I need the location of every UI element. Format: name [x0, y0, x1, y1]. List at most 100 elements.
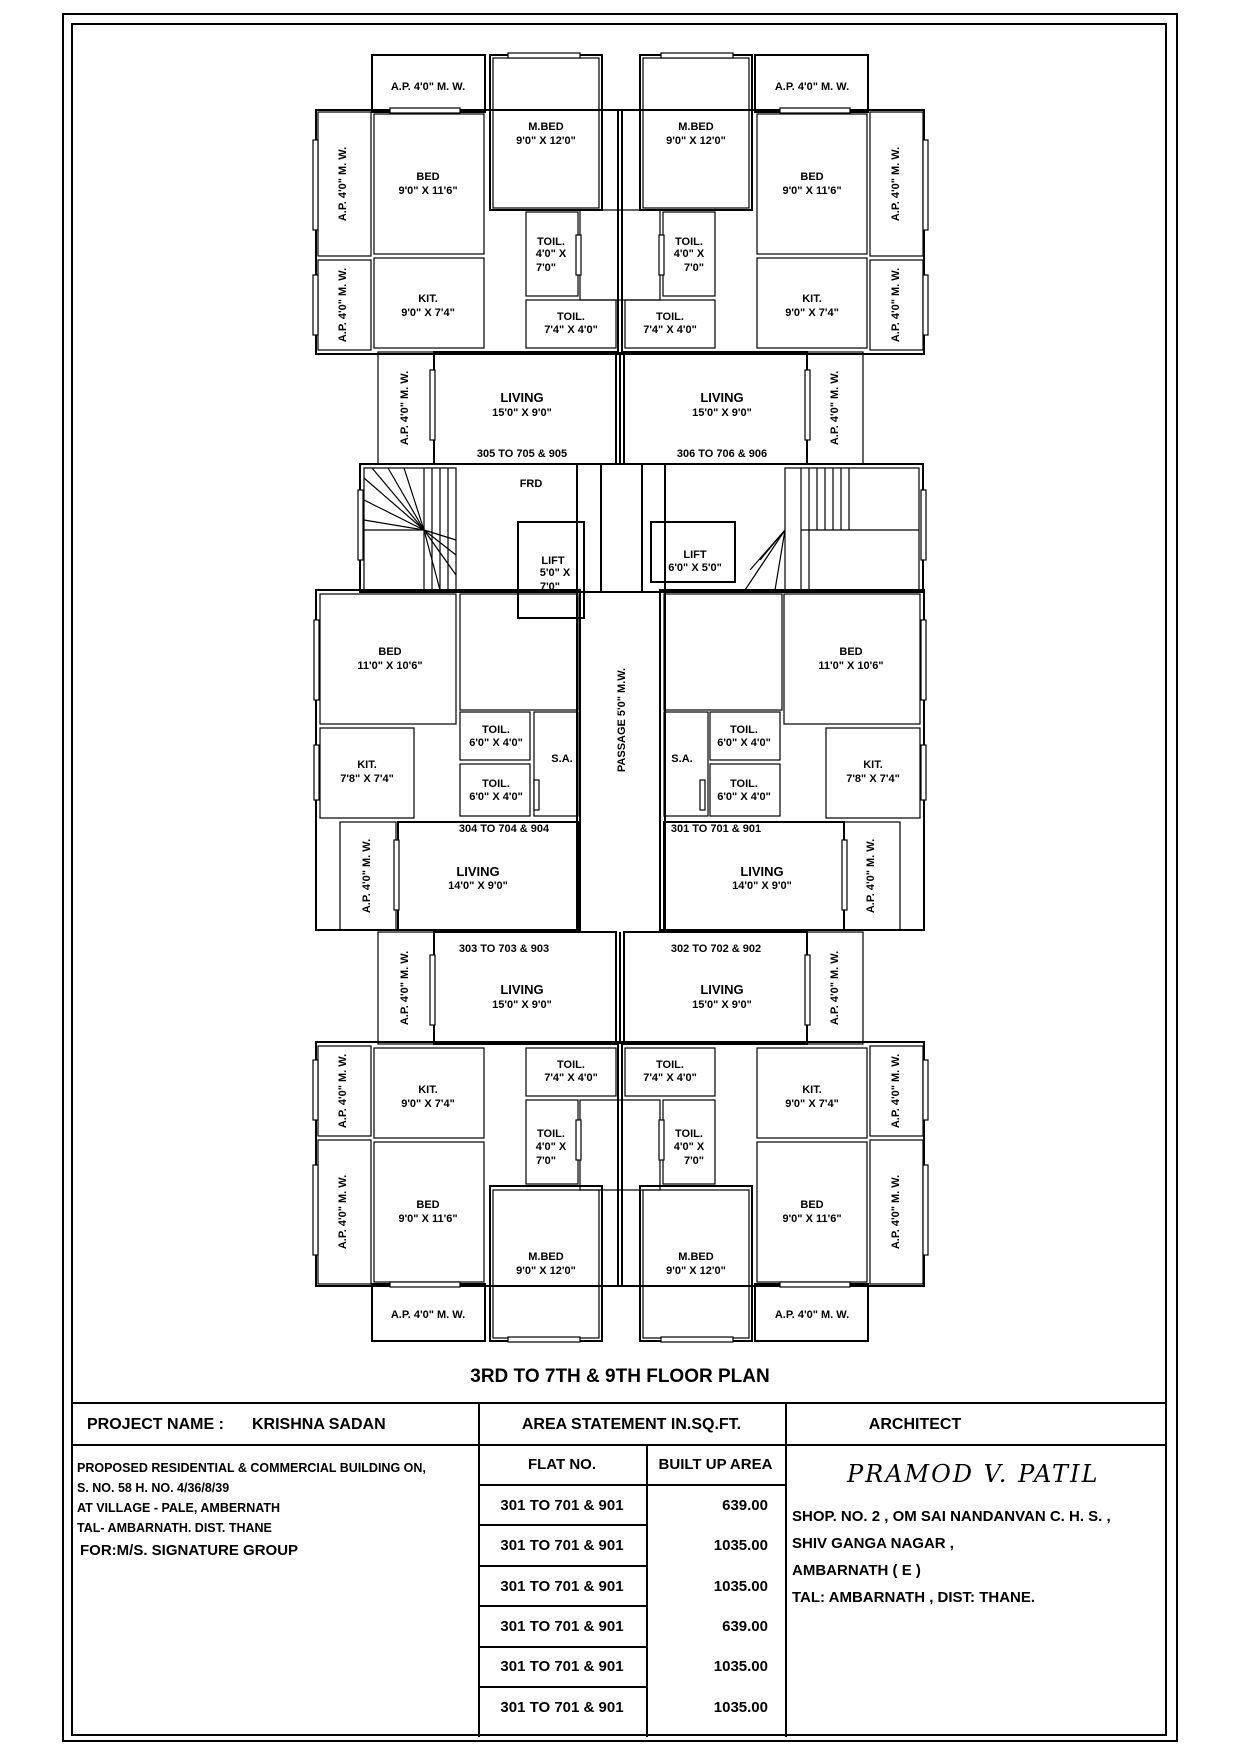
- lift-size: 5'0" X: [540, 567, 571, 579]
- flat-number-label: 303 TO 703 & 903: [459, 943, 549, 955]
- flat-no-cell: 301 TO 701 & 901: [500, 1699, 624, 1716]
- divider: [478, 1686, 646, 1688]
- living-size: 15'0" X 9'0": [692, 407, 752, 419]
- divider: [478, 1404, 480, 1737]
- ap-mw-label: A.P. 4'0" M. W.: [337, 268, 349, 342]
- description-line: AT VILLAGE - PALE, AMBERNATH: [77, 1501, 280, 1515]
- ap-mw-label: A.P. 4'0" M. W.: [829, 951, 841, 1025]
- kit-size: 9'0" X 7'4": [401, 307, 455, 319]
- toil-size: 6'0" X 4'0": [469, 791, 523, 803]
- flat-number-label: 301 TO 701 & 901: [671, 823, 761, 835]
- toil-size: 7'4" X 4'0": [643, 1072, 697, 1084]
- address-line: SHOP. NO. 2 , OM SAI NANDANVAN C. H. S. …: [792, 1508, 1111, 1525]
- mbed-label: M.BED: [678, 121, 714, 133]
- toil-label: TOIL.: [730, 724, 758, 736]
- sheet-inner-border: [71, 23, 1167, 1736]
- toil-size: 6'0" X 4'0": [717, 791, 771, 803]
- flat-number-label: 302 TO 702 & 902: [671, 943, 761, 955]
- living-size: 15'0" X 9'0": [492, 407, 552, 419]
- description-line: PROPOSED RESIDENTIAL & COMMERCIAL BUILDI…: [77, 1461, 426, 1475]
- area-cell: 1035.00: [713, 1578, 768, 1595]
- kit-label: KIT.: [802, 1084, 822, 1096]
- toil-size: 7'4" X 4'0": [544, 1072, 598, 1084]
- project-description: PROPOSED RESIDENTIAL & COMMERCIAL BUILDI…: [77, 1458, 426, 1538]
- passage-label: PASSAGE 5'0" M.W.: [616, 668, 628, 772]
- description-line: TAL- AMBARNATH. DIST. THANE: [77, 1521, 272, 1535]
- toil-size: 7'0": [536, 1155, 556, 1167]
- kit-label: KIT.: [418, 293, 438, 305]
- divider: [646, 1444, 648, 1737]
- toil-size: 7'0": [684, 262, 704, 274]
- mbed-size: 9'0" X 12'0": [666, 1265, 726, 1277]
- kit-size: 7'8" X 7'4": [846, 773, 900, 785]
- toil-label: TOIL.: [675, 1128, 703, 1140]
- toil-label: TOIL.: [656, 311, 684, 323]
- area-cell: 639.00: [722, 1497, 768, 1514]
- living-size: 14'0" X 9'0": [732, 880, 792, 892]
- lift-label: LIFT: [541, 555, 564, 567]
- divider: [72, 1444, 1166, 1446]
- living-size: 15'0" X 9'0": [492, 999, 552, 1011]
- frd-label: FRD: [520, 478, 543, 490]
- project-name: KRISHNA SADAN: [252, 1416, 386, 1433]
- ap-mw-label: A.P. 4'0" M. W.: [890, 268, 902, 342]
- bottom-wing-windows: [312, 954, 929, 1343]
- address-line: AMBARNATH ( E ): [792, 1562, 921, 1579]
- kit-label: KIT.: [863, 759, 883, 771]
- kit-label: KIT.: [802, 293, 822, 305]
- divider: [785, 1404, 787, 1737]
- middle-flats-walls: [313, 589, 927, 931]
- divider: [478, 1484, 785, 1486]
- ap-mw-label: A.P. 4'0" M. W.: [337, 1175, 349, 1249]
- toil-label: TOIL.: [557, 311, 585, 323]
- kit-size: 9'0" X 7'4": [785, 1098, 839, 1110]
- divider: [478, 1605, 646, 1607]
- area-cell: 1035.00: [713, 1699, 768, 1716]
- mbed-size: 9'0" X 12'0": [666, 135, 726, 147]
- bed-label: BED: [839, 646, 862, 658]
- ap-mw-label: A.P. 4'0" M. W.: [399, 371, 411, 445]
- living-size: 15'0" X 9'0": [692, 999, 752, 1011]
- bed-label: BED: [416, 1199, 439, 1211]
- toil-label: TOIL.: [482, 724, 510, 736]
- kit-size: 9'0" X 7'4": [785, 307, 839, 319]
- kit-size: 9'0" X 7'4": [401, 1098, 455, 1110]
- ap-mw-label: A.P. 4'0" M. W.: [829, 371, 841, 445]
- bed-size: 11'0" X 10'6": [818, 660, 883, 672]
- toil-size: 4'0" X: [536, 1141, 567, 1153]
- area-cell: 1035.00: [713, 1658, 768, 1675]
- living-label: LIVING: [500, 982, 543, 997]
- area-cell: 1035.00: [713, 1537, 768, 1554]
- toil-label: TOIL.: [656, 1059, 684, 1071]
- col-flat-no: FLAT NO.: [527, 1456, 597, 1473]
- toil-label: TOIL.: [730, 778, 758, 790]
- bed-label: BED: [416, 171, 439, 183]
- living-label: LIVING: [700, 982, 743, 997]
- central-core-walls: [357, 463, 927, 930]
- toil-size: 4'0" X: [674, 248, 705, 260]
- title-block: PROJECT NAME : KRISHNA SADAN AREA STATEM…: [72, 1402, 1166, 1737]
- living-label: LIVING: [500, 390, 543, 405]
- divider: [478, 1646, 646, 1648]
- toil-size: 6'0" X 4'0": [469, 737, 523, 749]
- sa-label: S.A.: [671, 753, 692, 765]
- address-line: TAL: AMBARNATH , DIST: THANE.: [792, 1589, 1036, 1606]
- flat-no-cell: 301 TO 701 & 901: [500, 1537, 624, 1554]
- kit-label: KIT.: [418, 1084, 438, 1096]
- ap-mw-label: A.P. 4'0" M. W.: [391, 81, 465, 93]
- toil-size: 7'0": [536, 262, 556, 274]
- toil-label: TOIL.: [537, 1128, 565, 1140]
- ap-mw-label: A.P. 4'0" M. W.: [775, 1309, 849, 1321]
- architect-signature: PRAMOD V. PATIL: [847, 1460, 1100, 1488]
- bed-label: BED: [378, 646, 401, 658]
- bed-label: BED: [800, 171, 823, 183]
- mbed-label: M.BED: [678, 1251, 714, 1263]
- bed-size: 11'0" X 10'6": [357, 660, 422, 672]
- bed-size: 9'0" X 11'6": [782, 185, 841, 197]
- mbed-label: M.BED: [528, 121, 564, 133]
- mbed-size: 9'0" X 12'0": [516, 1265, 576, 1277]
- flat-no-cell: 301 TO 701 & 901: [500, 1618, 624, 1635]
- flat-no-cell: 301 TO 701 & 901: [500, 1658, 624, 1675]
- bed-size: 9'0" X 11'6": [398, 1213, 457, 1225]
- col-built-up-area: BUILT UP AREA: [658, 1456, 773, 1473]
